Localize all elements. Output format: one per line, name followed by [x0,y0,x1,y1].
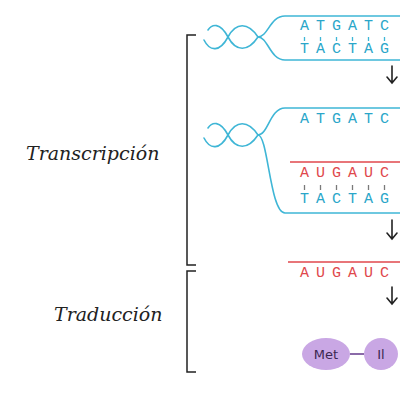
dna-sequence: TACTAG [300,42,396,59]
dna-strand [258,108,400,135]
stage-label: Transcripción [26,143,159,164]
dna-sequence: ATGATC [300,112,396,129]
stage-label: Traducción [54,304,163,325]
base-pair-ticks [305,185,385,190]
dna-helix [208,124,258,147]
amino-acid-bead: Met [302,338,350,370]
mrna-backbone [288,162,400,262]
dna-sequence: TACTAG [300,192,396,209]
brackets [187,35,196,372]
mrna-sequence: AUGAUC [300,266,396,283]
amino-acid-bead: Il [364,338,398,370]
amino-acid-name: Met [314,347,338,362]
dna-strand [258,135,400,213]
dna-strand [258,37,400,60]
mrna-sequence: AUGAUC [300,166,396,183]
dna-helix [204,124,258,147]
amino-acid-name: Il [377,347,384,362]
dna-sequence: ATGATC [300,19,396,36]
peptide-bond [350,353,364,355]
dna-strand [258,16,400,37]
base-pair-ticks [305,37,385,41]
dna-helix [204,26,258,49]
dna-helix [208,26,258,49]
